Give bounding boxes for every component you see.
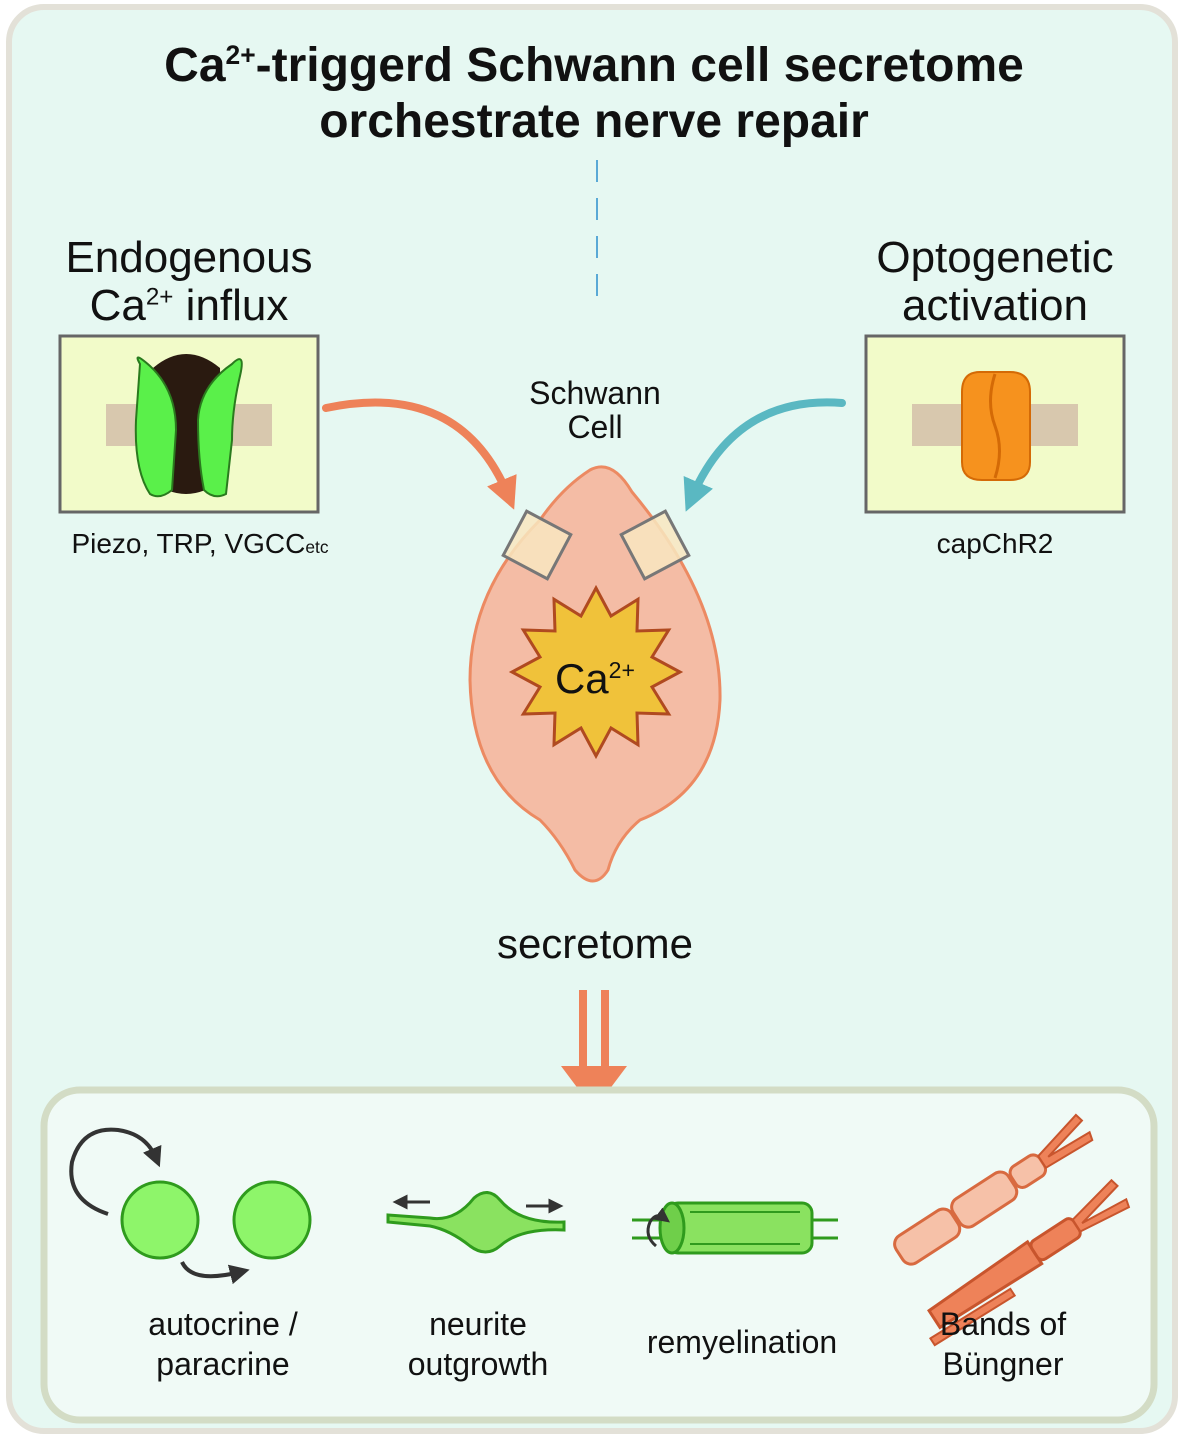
outcome-remyelination-label: remyelination (646, 1324, 838, 1360)
autocrine-paracrine-icon (69, 1127, 312, 1285)
arrow-optogenetic-to-cell (683, 398, 846, 512)
optogenetic-heading: Optogenetic activation (876, 233, 1114, 330)
remyelination-icon (632, 1201, 838, 1255)
outcome-autocrine-label: autocrine /paracrine (148, 1306, 298, 1382)
arrow-endogenous-to-cell (322, 398, 517, 510)
opsin-inset (864, 334, 1126, 514)
calcium-star-icon (508, 584, 684, 760)
schwann-cell-label: Schwann Cell (529, 375, 661, 445)
bands-of-bungner-icon (893, 1113, 1131, 1347)
neurite-outgrowth-icon (386, 1191, 566, 1254)
outcomes-panel (40, 1086, 1158, 1424)
channel-caption: Piezo, TRP, VGCCetc (71, 528, 329, 559)
figure-title-line2: orchestrate nerve repair (319, 95, 869, 148)
secretome-label: secretome (496, 920, 694, 967)
ion-channel-inset (58, 334, 320, 514)
figure-title-line1: Ca2+-triggerd Schwann cell secretome (164, 39, 1024, 92)
calcium-label: Ca2+ (554, 655, 636, 702)
endogenous-heading: Endogenous Ca2+ influx (65, 233, 313, 330)
opsin-caption: capChR2 (936, 528, 1054, 559)
cell-channel-window-left (501, 509, 573, 581)
cell-channel-window-right (619, 509, 691, 581)
